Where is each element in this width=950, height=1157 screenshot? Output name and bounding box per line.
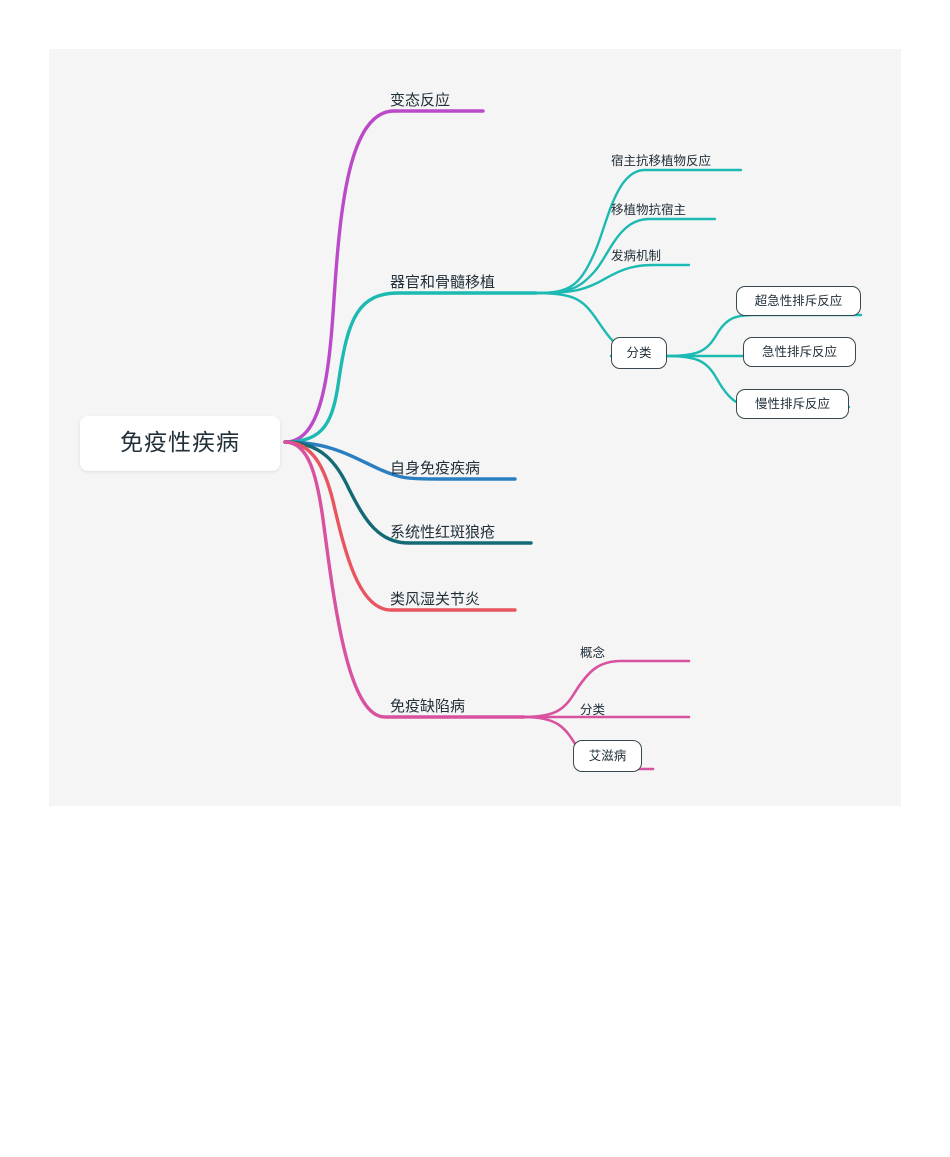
node-pathogenesis-label: 发病机制 [611, 247, 662, 263]
node-host-versus-graft-label: 宿主抗移植物反应 [611, 152, 712, 168]
node-immunodeficiency[interactable]: 免疫缺陷病 [390, 692, 520, 714]
edge-root-to-transplant [283, 291, 538, 444]
node-ra[interactable]: 类风湿关节炎 [390, 585, 530, 607]
edge-root-to-immunodeficiency [283, 440, 526, 719]
node-hyperacute-rejection-label: 超急性排斥反应 [754, 292, 843, 308]
node-pathogenesis[interactable]: 发病机制 [611, 243, 711, 262]
node-autoimmune-label: 自身免疫疾病 [390, 459, 481, 477]
node-root[interactable]: 免疫性疾病 [80, 416, 280, 471]
node-acute-rejection[interactable]: 急性排斥反应 [743, 337, 856, 367]
node-sle-label: 系统性红斑狼疮 [390, 523, 496, 541]
node-autoimmune[interactable]: 自身免疫疾病 [390, 454, 530, 476]
node-classification-label: 分类 [626, 344, 652, 360]
node-immunodeficiency-label: 免疫缺陷病 [390, 697, 466, 715]
node-transplant-label: 器官和骨髓移植 [390, 273, 496, 291]
node-concept[interactable]: 概念 [580, 640, 650, 659]
node-graft-versus-host-label: 移植物抗宿主 [611, 201, 687, 217]
edge-transplant-to-hvg [534, 168, 743, 295]
node-root-label: 免疫性疾病 [120, 430, 240, 456]
node-concept-label: 概念 [580, 644, 606, 660]
node-acute-rejection-label: 急性排斥反应 [761, 343, 837, 359]
node-ra-label: 类风湿关节炎 [390, 590, 481, 608]
node-hyperacute-rejection[interactable]: 超急性排斥反应 [736, 286, 861, 316]
node-classification[interactable]: 分类 [611, 337, 667, 369]
node-host-versus-graft[interactable]: 宿主抗移植物反应 [611, 148, 751, 167]
node-sle[interactable]: 系统性红斑狼疮 [390, 518, 545, 540]
node-deficiency-classification[interactable]: 分类 [580, 697, 650, 716]
node-allergy[interactable]: 变态反应 [390, 86, 510, 108]
edge-transplant-to-mechanism [534, 263, 691, 295]
node-allergy-label: 变态反应 [390, 91, 451, 109]
node-chronic-rejection[interactable]: 慢性排斥反应 [736, 389, 849, 419]
mindmap-canvas[interactable]: 免疫性疾病 变态反应 器官和骨髓移植 自身免疫疾病 系统性红斑狼疮 类风湿关节炎… [49, 49, 901, 806]
node-aids-label: 艾滋病 [588, 747, 627, 763]
node-graft-versus-host[interactable]: 移植物抗宿主 [611, 197, 731, 216]
node-deficiency-classification-label: 分类 [580, 701, 606, 717]
node-transplant[interactable]: 器官和骨髓移植 [390, 268, 550, 290]
node-chronic-rejection-label: 慢性排斥反应 [754, 395, 830, 411]
node-aids[interactable]: 艾滋病 [573, 740, 642, 772]
